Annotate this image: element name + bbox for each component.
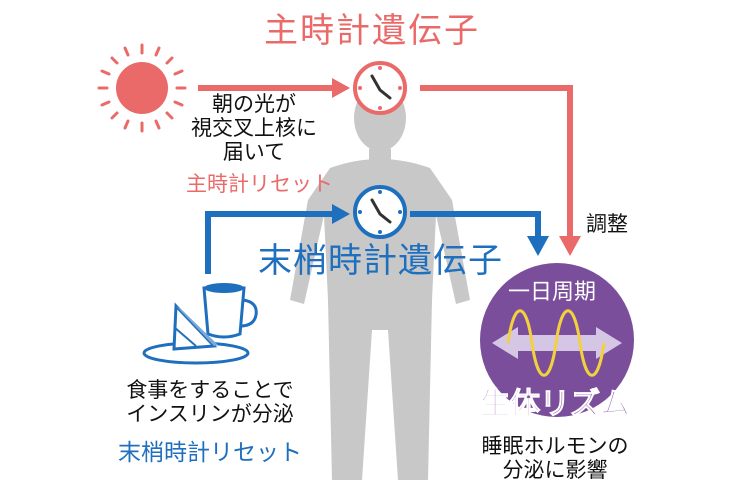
- peripheral-clock-gene-title: 末梢時計遺伝子: [258, 241, 503, 281]
- blue-arrowhead-1: [332, 204, 350, 224]
- main-clock-gene-title: 主時計遺伝子: [264, 11, 480, 51]
- red-arrowhead-1: [332, 78, 350, 98]
- red-arrowhead-2: [559, 236, 581, 256]
- main-clock-reset-label: 主時計リセット: [186, 172, 333, 196]
- wave-icon: [506, 309, 606, 377]
- clock-icon: [353, 61, 407, 115]
- rhythm-circle: [480, 263, 634, 417]
- sleep-hormone-text: 睡眠ホルモンの 分泌に影響: [481, 434, 629, 483]
- blue-arrows: [205, 211, 541, 274]
- blue-arrowhead-2: [527, 236, 549, 256]
- peripheral-clock-reset-label: 末梢時計リセット: [118, 440, 302, 466]
- sandwich-icon: [142, 302, 250, 365]
- morning-light-text: 朝の光が 視交叉上核に 届いて: [191, 92, 317, 165]
- biorhythm-label: 生体リズム: [480, 387, 631, 422]
- red-arrows: [198, 85, 573, 238]
- one-day-cycle-label: 一日周期: [508, 280, 597, 305]
- cup-icon: [202, 283, 258, 339]
- adjust-label: 調整: [586, 212, 628, 236]
- sun-icon: [97, 43, 187, 133]
- clock-icon: [353, 185, 407, 239]
- meal-text: 食事をすることで インスリンが分泌: [126, 378, 294, 427]
